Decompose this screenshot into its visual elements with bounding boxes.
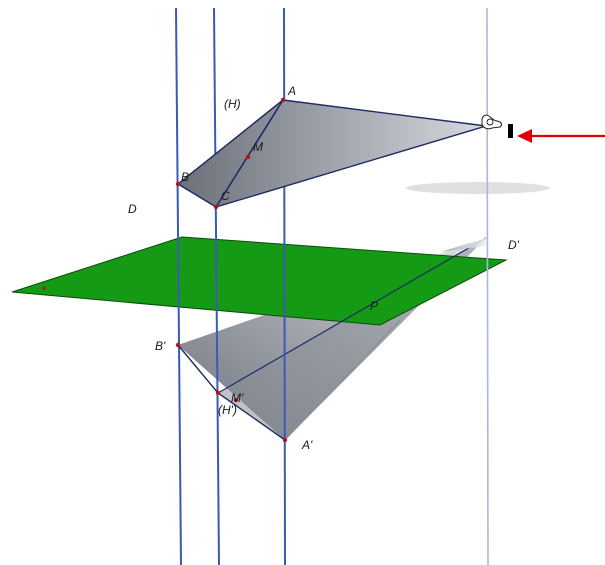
- label-d: D: [128, 202, 137, 216]
- label-b-prime: B': [155, 339, 166, 353]
- ray-fan-d-prime: [440, 238, 486, 252]
- point-m-marker: [245, 154, 251, 160]
- point-a-marker: [280, 97, 286, 103]
- shadow-smudge: [406, 182, 550, 194]
- lower-edge-ray: [284, 319, 401, 441]
- vertical-line-c: [213, 7, 220, 565]
- point-lower-c-marker: [215, 390, 221, 396]
- label-c: C: [221, 189, 230, 203]
- point-b-marker: [175, 181, 181, 187]
- vertical-line-d: [486, 7, 489, 565]
- point-m-prime-marker: [233, 397, 239, 403]
- vertical-line-b: [175, 7, 182, 565]
- plane-p-corner-marker: [42, 286, 46, 290]
- plane-p: [11, 236, 508, 326]
- label-p: P: [370, 299, 378, 313]
- label-h: (H): [224, 97, 241, 111]
- segment-ab: [177, 99, 284, 185]
- vertical-line-a: [283, 7, 286, 565]
- label-d-prime: D': [508, 238, 520, 252]
- ray-m-prime: [217, 237, 487, 394]
- label-m: M: [253, 140, 263, 154]
- label-b: B: [181, 170, 189, 184]
- point-b-prime-marker: [175, 342, 181, 348]
- point-c-marker: [213, 204, 219, 210]
- arrow-left-icon: [517, 129, 605, 143]
- point-a-prime-marker: [282, 437, 288, 443]
- label-m-prime: M': [231, 391, 244, 405]
- label-a: A: [287, 84, 296, 98]
- hand-pointer-icon[interactable]: [481, 114, 513, 138]
- segment-ac: [215, 99, 284, 208]
- label-h-prime: (H'): [218, 403, 237, 417]
- label-a-prime: A': [301, 438, 313, 452]
